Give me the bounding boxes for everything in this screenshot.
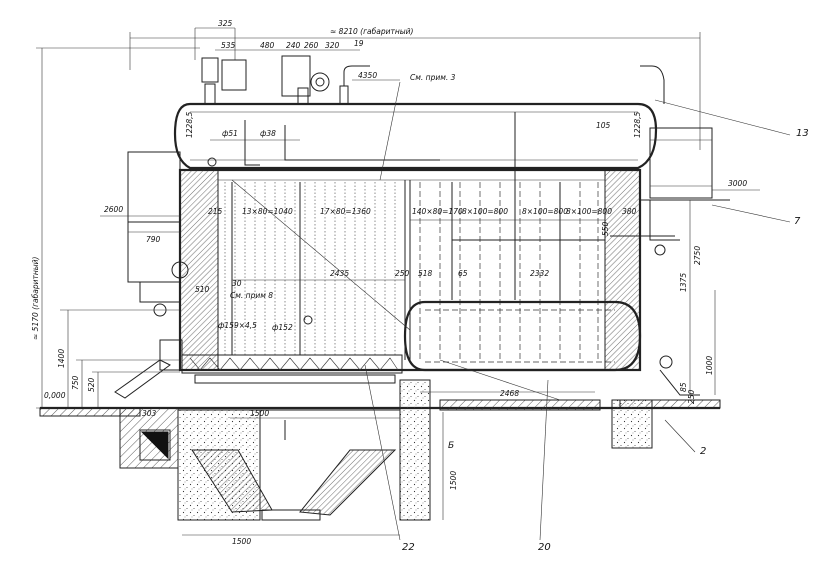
section-mark: Б	[448, 441, 454, 451]
upper-drum: 1228,5 1228,5 ф51 ф38 105	[173, 102, 658, 170]
dim-380: 380	[622, 207, 637, 216]
dim-phi159: ф159×4,5	[218, 321, 257, 330]
furnace-casing	[178, 168, 642, 372]
callout-7: 7	[794, 216, 801, 227]
dim-215: 215	[208, 207, 223, 216]
front-apparatus: 2600 790	[100, 151, 189, 399]
callout-20: 20	[538, 542, 551, 553]
pitch-label-1: 13×80=1040	[242, 207, 293, 216]
dim-250-right: 250	[687, 389, 696, 404]
callout-22: 22	[402, 542, 415, 553]
dim-1400: 1400	[57, 349, 66, 368]
dim-1228-right: 1228,5	[633, 112, 642, 138]
note-3: См. прим. 3	[410, 73, 456, 82]
callouts: 13 7 2 22 20	[364, 99, 809, 553]
pitch-label-4: 8×100=800	[462, 207, 508, 216]
dim-30: 30	[232, 279, 242, 288]
dim-phi51: ф51	[222, 129, 238, 138]
dim-518: 518	[418, 269, 433, 278]
dim-1228-left: 1228,5	[185, 112, 194, 138]
callout-13: 13	[796, 128, 809, 139]
dim-phi152: ф152	[272, 323, 293, 332]
dim-2600: 2600	[104, 205, 123, 214]
dim-535: 535	[221, 41, 236, 50]
dim-19: 19	[354, 39, 364, 48]
pitch-label-2: 17×80=1360	[320, 207, 371, 216]
dim-2468: 2468	[500, 389, 519, 398]
dim-1500-vertical: 1500	[449, 471, 458, 490]
tube-bank-left: 13×80=1040 17×80=1360 215 2435 250 30 См…	[195, 179, 411, 355]
dim-480: 480	[260, 41, 275, 50]
callout-2: 2	[700, 446, 706, 457]
overall-height-label: ≈ 5170 (габаритный)	[31, 256, 40, 340]
dim-750: 750	[71, 375, 80, 390]
overall-width-label: ≈ 8210 (габаритный)	[330, 27, 414, 36]
left-dimensions: 1400 750 520 0,000	[44, 309, 180, 408]
dim-1500-upper: 1500	[250, 409, 269, 418]
top-fittings: См. прим. 3	[201, 55, 665, 181]
dim-2435: 2435	[330, 269, 349, 278]
dim-1375: 1375	[679, 273, 688, 292]
note-8: См. прим 8	[230, 291, 273, 300]
foundation: 1500 1500 1500 Б 303 2468	[119, 379, 653, 546]
pitch-label-5: 8×100=800	[522, 207, 568, 216]
dim-240: 240	[286, 41, 301, 50]
pitch-label-6: 8×100=800	[566, 207, 612, 216]
overall-dimensions: ≈ 8210 (габаритный) ≈ 5170 (габаритный) …	[31, 19, 701, 409]
rear-air-heater: 3000	[640, 127, 760, 241]
dim-3000: 3000	[728, 179, 747, 188]
dim-1000: 1000	[705, 356, 714, 375]
dim-85: 85	[679, 382, 688, 392]
dim-1500-lower: 1500	[232, 537, 251, 546]
lower-drum	[403, 300, 642, 401]
dim-4350: 4350	[358, 71, 377, 80]
dim-0000: 0,000	[44, 391, 66, 400]
tube-bank-right: 140×80=170 8×100=800 8×100=800 8×100=800…	[410, 112, 675, 360]
dim-520: 520	[87, 377, 96, 392]
dim-510: 510	[195, 285, 210, 294]
pitch-label-3: 140×80=170	[412, 207, 463, 216]
dim-250: 250	[395, 269, 410, 278]
dim-303: 303	[142, 409, 157, 418]
dim-790: 790	[146, 235, 161, 244]
dim-phi38: ф38	[260, 129, 276, 138]
dim-325: 325	[218, 19, 233, 28]
dim-550: 550	[601, 221, 610, 236]
dim-2332: 2332	[530, 269, 549, 278]
dim-65: 65	[458, 269, 468, 278]
right-dimensions: 2750 1375 1000 85 250	[659, 200, 716, 404]
dim-2750: 2750	[693, 246, 702, 265]
dim-105: 105	[596, 121, 611, 130]
dim-320: 320	[325, 41, 340, 50]
dim-260: 260	[304, 41, 319, 50]
